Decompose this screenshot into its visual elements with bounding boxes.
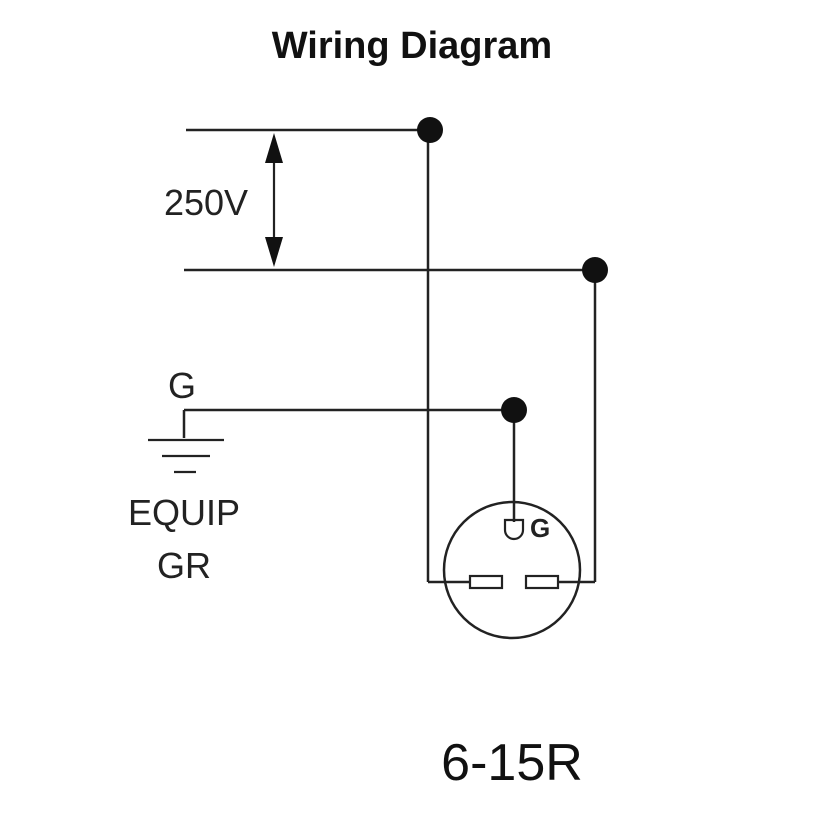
- equipment-ground-label-line2: GR: [157, 545, 211, 586]
- ground-junction-dot: [501, 397, 527, 423]
- ground-symbol-icon: [148, 438, 224, 474]
- line-1-junction-dot: [417, 117, 443, 143]
- ground-pin-slot: [503, 518, 525, 541]
- equipment-ground-label-line1: EQUIP: [128, 492, 240, 533]
- voltage-arrow: [265, 133, 283, 267]
- diagram-title: Wiring Diagram: [272, 25, 552, 67]
- right-blade-slot: [524, 574, 560, 590]
- ground-symbol-label: G: [168, 365, 196, 406]
- receptacle-face: [428, 500, 595, 640]
- left-blade-slot: [468, 574, 504, 590]
- line-2-junction-dot: [582, 257, 608, 283]
- ground-pin-label: G: [530, 513, 550, 543]
- voltage-label: 250V: [164, 182, 248, 223]
- receptacle-model: 6-15R: [441, 734, 583, 792]
